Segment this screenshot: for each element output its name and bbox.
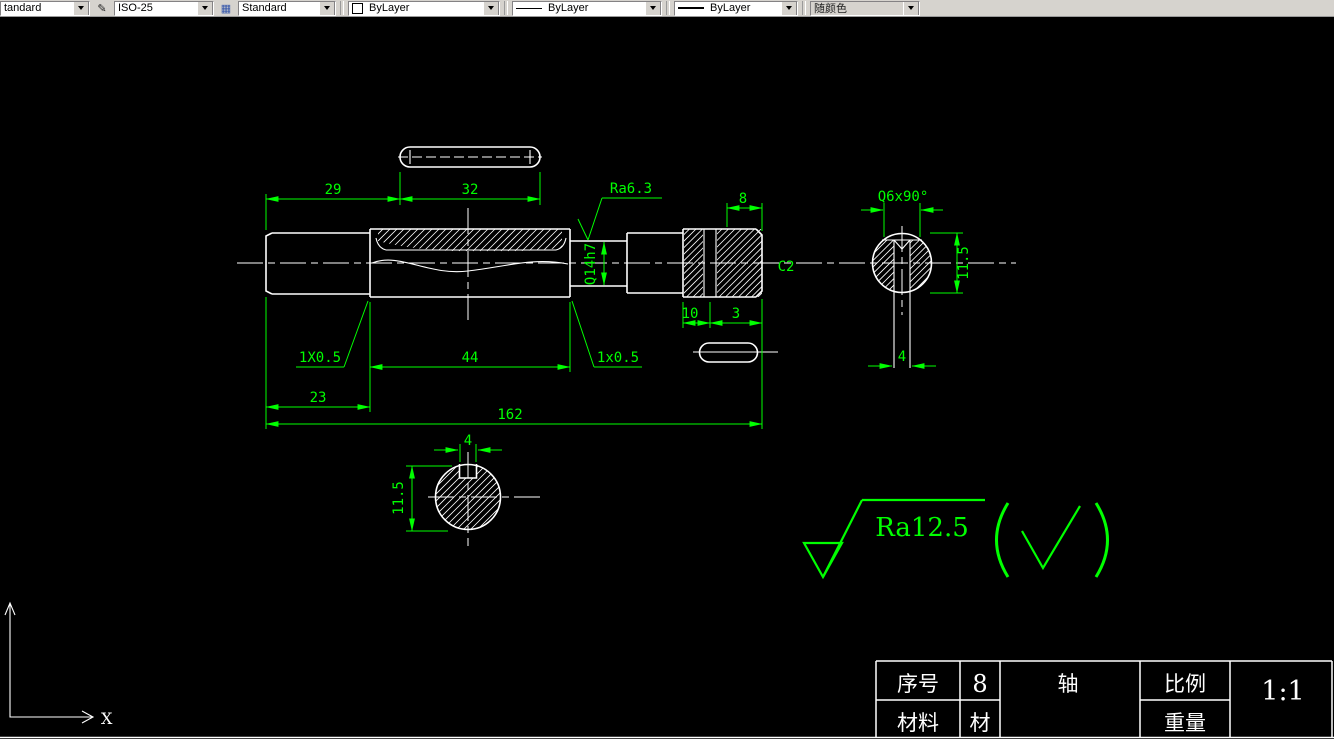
dim-style-icon[interactable]: ✎ <box>97 2 107 15</box>
check-mark-icon <box>1021 505 1081 571</box>
chevron-down-icon <box>650 6 656 10</box>
title-block: 序号 8 轴 比例 1:1 材料 材 重量 <box>0 660 1334 739</box>
toolbar: tandard ✎ ISO-25 ▦ Standard ByLayer ByLa… <box>0 0 1334 17</box>
dim-32: 32 <box>462 182 479 198</box>
linetype-value: ByLayer <box>548 2 589 14</box>
chevron-down-icon <box>488 6 494 10</box>
linetype-combo[interactable]: ByLayer <box>512 0 662 16</box>
combo-arrow-icon[interactable] <box>319 1 335 15</box>
dim-3: 3 <box>732 306 740 322</box>
plot-style-combo[interactable]: 随颜色 <box>810 0 920 16</box>
dim-ra125: Ra12.5 <box>875 513 969 543</box>
dim-4-right: 4 <box>898 349 906 365</box>
shaft-side-view <box>265 228 763 298</box>
dim-chamfer-left: 1X0.5 <box>299 350 341 366</box>
text-style-value: tandard <box>4 2 42 14</box>
bottom-cross-section <box>434 463 502 531</box>
combo-arrow-icon[interactable] <box>73 1 89 15</box>
chevron-down-icon <box>786 6 792 10</box>
chevron-down-icon <box>78 6 84 10</box>
right-cross-section <box>871 232 933 368</box>
dim-style-value: ISO-25 <box>118 2 153 14</box>
dim-44: 44 <box>462 350 479 366</box>
text-style-combo[interactable]: tandard <box>0 0 90 16</box>
title-scale-label: 比例 <box>1164 672 1206 696</box>
hatch-cutouts <box>459 231 931 478</box>
combo-arrow-icon[interactable] <box>781 1 797 15</box>
cross-hole-lines <box>703 229 717 297</box>
title-part-name: 轴 <box>1058 672 1079 696</box>
dim-ra63: Ra6.3 <box>610 181 652 197</box>
dim-chamfer-right: 1x0.5 <box>597 350 639 366</box>
chevron-down-icon <box>324 6 330 10</box>
combo-arrow-icon[interactable] <box>483 1 499 15</box>
table-style-combo[interactable]: Standard <box>238 0 336 16</box>
title-scale-value: 1:1 <box>1261 676 1304 707</box>
color-value: ByLayer <box>369 2 410 14</box>
dim-23: 23 <box>310 390 327 406</box>
dim-q14h7: Q14h7 <box>583 243 599 285</box>
toolbar-separator <box>340 1 344 15</box>
title-material-value: 材 <box>970 711 991 735</box>
centerlines <box>237 150 1016 546</box>
keyway-section-hatch <box>378 229 562 252</box>
break-line <box>371 259 569 273</box>
dim-162: 162 <box>497 407 522 423</box>
lineweight-value: ByLayer <box>710 2 751 14</box>
title-weight-label: 重量 <box>1164 711 1206 735</box>
dim-c2: C2 <box>778 259 795 275</box>
toolbar-separator <box>504 1 508 15</box>
pin-slot-view <box>698 342 759 363</box>
dim-115-right: 11.5 <box>956 246 972 280</box>
toolbar-separator <box>666 1 670 15</box>
dim-q6x90: Q6x90° <box>878 189 929 205</box>
keyway-slot-view <box>399 146 541 168</box>
title-seq-value: 8 <box>972 670 987 698</box>
title-material-label: 材料 <box>897 711 939 735</box>
plot-style-value: 随颜色 <box>814 3 847 15</box>
dim-style-combo[interactable]: ISO-25 <box>114 0 214 16</box>
color-swatch <box>352 2 363 14</box>
linetype-sample-icon <box>516 7 542 9</box>
dim-115-bottom: 11.5 <box>391 481 407 515</box>
chevron-down-icon <box>908 6 914 10</box>
drawing-canvas[interactable]: 29 32 Ra6.3 8 Q6x90° 11.5 Q14h7 C2 10 3 … <box>0 17 1334 739</box>
dimension-texts: 29 32 Ra6.3 8 Q6x90° 11.5 Q14h7 C2 10 3 … <box>299 181 972 543</box>
dim-8: 8 <box>739 191 747 207</box>
lineweight-combo[interactable]: ByLayer <box>674 0 798 16</box>
combo-arrow-icon[interactable] <box>645 1 661 15</box>
table-style-value: Standard <box>242 2 287 14</box>
dim-29: 29 <box>325 182 342 198</box>
combo-arrow-icon[interactable] <box>903 1 919 15</box>
keyway-bottom-line <box>375 237 567 251</box>
surface-finish-symbol <box>802 498 1109 580</box>
combo-arrow-icon[interactable] <box>197 1 213 15</box>
title-seq-label: 序号 <box>897 672 939 696</box>
dim-10: 10 <box>682 306 699 322</box>
chevron-down-icon <box>202 6 208 10</box>
dimension-lines <box>265 172 963 532</box>
ucs-icon: X <box>4 601 113 728</box>
ucs-x-label: X <box>101 709 113 728</box>
table-style-icon[interactable]: ▦ <box>220 2 232 15</box>
dim-4-bottom: 4 <box>464 433 472 449</box>
toolbar-separator <box>802 1 806 15</box>
color-combo[interactable]: ByLayer <box>348 0 500 16</box>
lineweight-sample-icon <box>678 7 704 9</box>
